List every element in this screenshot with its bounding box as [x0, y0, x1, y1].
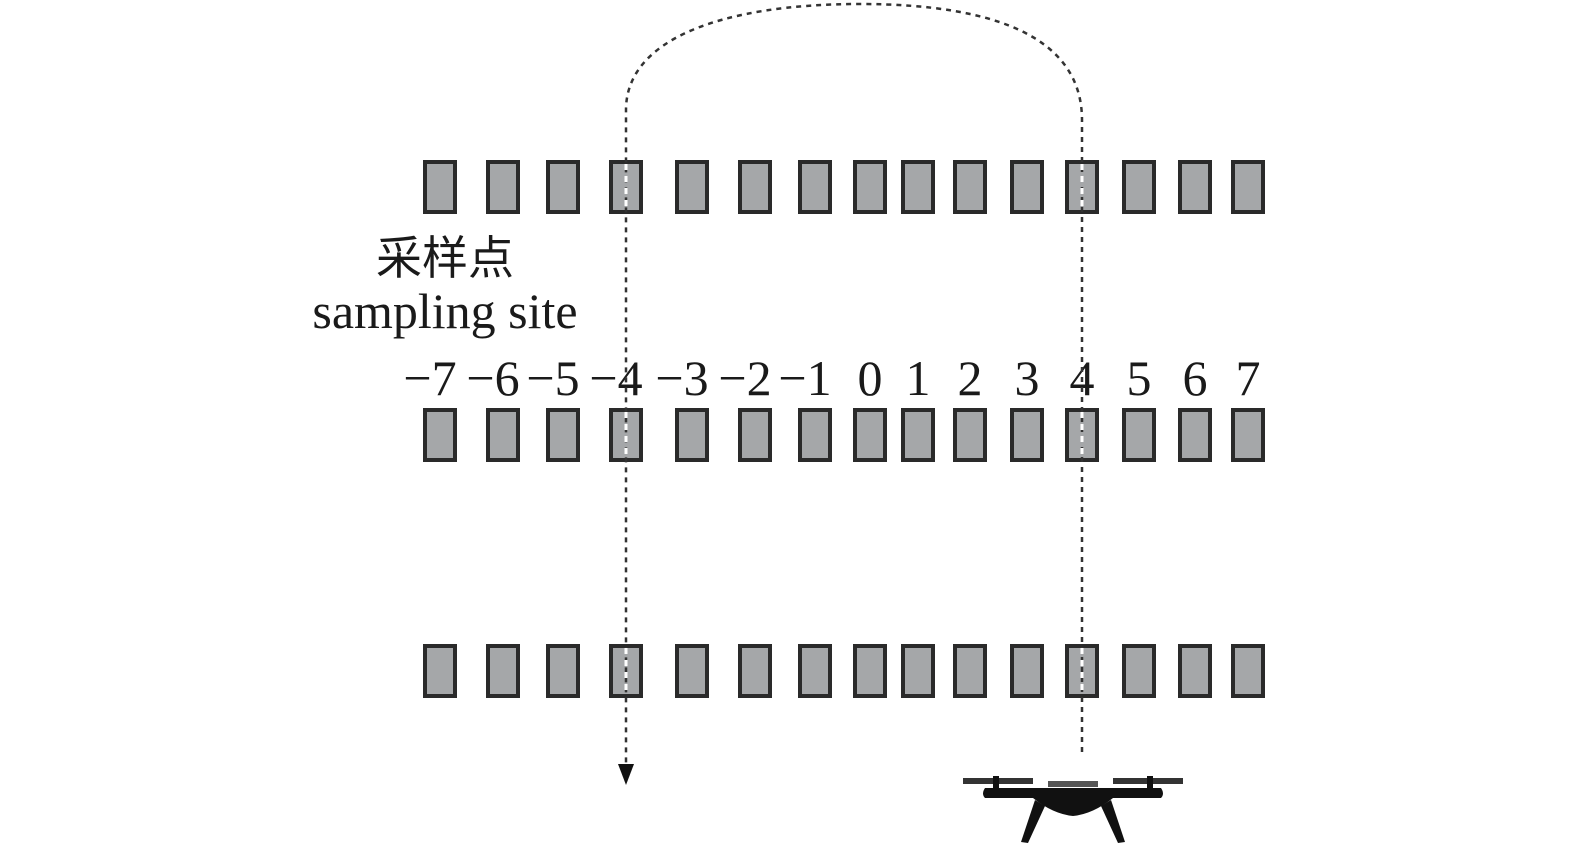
sampling-box — [953, 644, 987, 698]
sampling-box — [486, 160, 520, 214]
sampling-box — [546, 644, 580, 698]
site-label: 1 — [906, 350, 931, 406]
sampling-box — [1178, 644, 1212, 698]
sampling-box — [798, 408, 832, 462]
sampling-box — [1178, 408, 1212, 462]
sampling-box — [675, 160, 709, 214]
sampling-box — [1010, 408, 1044, 462]
sampling-box — [798, 160, 832, 214]
sampling-box — [853, 644, 887, 698]
sampling-box — [853, 160, 887, 214]
site-label: −6 — [466, 350, 519, 406]
sampling-box — [1122, 644, 1156, 698]
site-label: −1 — [778, 350, 831, 406]
sampling-box — [901, 644, 935, 698]
sampling-box — [1178, 160, 1212, 214]
sampling-box — [1231, 644, 1265, 698]
drone-icon — [963, 776, 1183, 843]
sampling-box — [486, 644, 520, 698]
sampling-box — [675, 644, 709, 698]
sampling-box — [853, 408, 887, 462]
site-label: −4 — [589, 350, 642, 406]
drone-body — [983, 788, 1163, 816]
sampling-box — [1010, 644, 1044, 698]
arrow-down-icon — [618, 764, 634, 785]
sampling-box — [675, 408, 709, 462]
sampling-box — [423, 644, 457, 698]
sampling-box — [738, 160, 772, 214]
site-label: 0 — [858, 350, 883, 406]
flight-path — [618, 2, 1084, 785]
sampling-box — [1231, 408, 1265, 462]
flight-path-line — [624, 2, 1084, 765]
plant-row-1 — [423, 160, 1265, 214]
plant-rows — [423, 160, 1265, 698]
site-label: −2 — [718, 350, 771, 406]
sampling-box — [1010, 160, 1044, 214]
sampling-site-label-en: sampling site — [312, 283, 577, 339]
sampling-box — [423, 408, 457, 462]
sampling-box — [546, 160, 580, 214]
drone-leg-right — [1101, 800, 1125, 843]
site-label: 3 — [1015, 350, 1040, 406]
sampling-box — [1122, 160, 1156, 214]
site-label: −7 — [403, 350, 456, 406]
site-label: 2 — [958, 350, 983, 406]
sampling-box — [1231, 160, 1265, 214]
sampling-box — [738, 408, 772, 462]
sampling-box — [546, 408, 580, 462]
sampling-site-label-cn: 采样点 — [376, 231, 514, 285]
drone-leg-left — [1021, 800, 1045, 843]
plant-row-3 — [423, 644, 1265, 698]
sampling-box — [423, 160, 457, 214]
sampling-box — [798, 644, 832, 698]
site-label: −5 — [526, 350, 579, 406]
sampling-box — [901, 160, 935, 214]
sampling-box — [1122, 408, 1156, 462]
site-label: −3 — [655, 350, 708, 406]
sampling-box — [953, 408, 987, 462]
site-label: 6 — [1183, 350, 1208, 406]
sampling-box — [738, 644, 772, 698]
sampling-box — [953, 160, 987, 214]
sampling-box — [486, 408, 520, 462]
plant-row-2 — [423, 408, 1265, 462]
site-label: 7 — [1236, 350, 1261, 406]
site-label: 5 — [1127, 350, 1152, 406]
sampling-box — [901, 408, 935, 462]
